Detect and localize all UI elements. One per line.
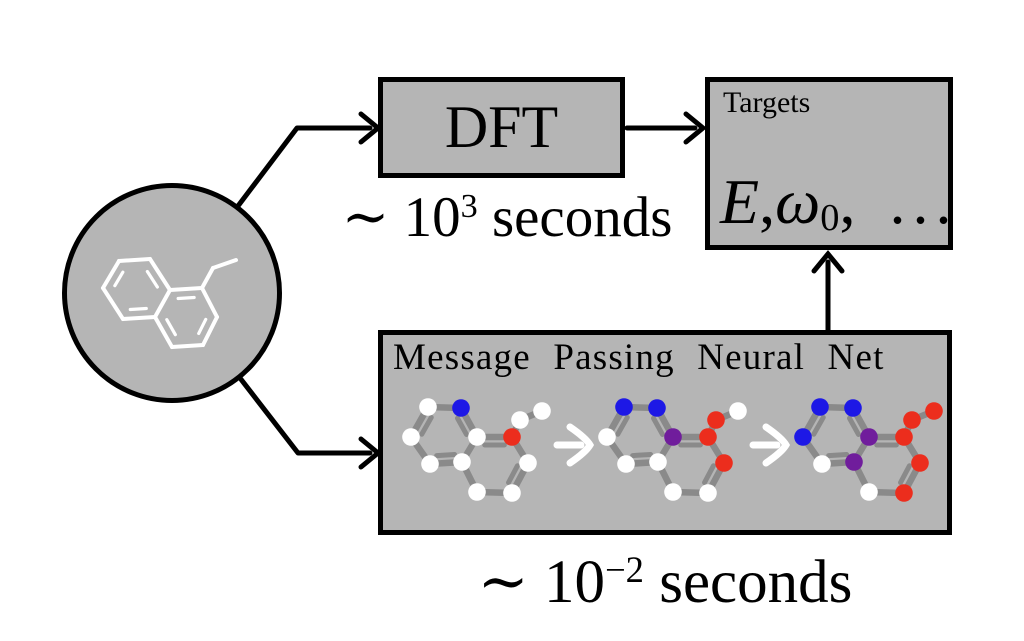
dft-box: DFT xyxy=(378,77,625,178)
molecule-structure-icon xyxy=(101,257,238,349)
omega-subscript: 0 xyxy=(820,196,840,239)
comma: , xyxy=(839,166,856,237)
mpnn-box: Message Passing Neural Net xyxy=(378,330,952,535)
omega-symbol: ω xyxy=(775,166,821,237)
targets-quantities: E,ω0,... xyxy=(720,165,958,239)
arrowhead-icon xyxy=(683,111,707,145)
targets-title: Targets xyxy=(723,86,811,119)
mpnn-time-base: ∼ 10 xyxy=(477,549,606,616)
arrow-mpnn-to-targets xyxy=(811,250,845,333)
mpnn-title: Message Passing Neural Net xyxy=(393,337,885,378)
input-molecule-circle xyxy=(62,183,282,403)
mpnn-time-exponent: −2 xyxy=(605,548,644,590)
dft-time-exponent: 3 xyxy=(460,188,478,226)
ellipsis: ... xyxy=(889,166,959,237)
energy-symbol: E xyxy=(720,166,760,237)
arrowhead-icon xyxy=(358,111,382,145)
mpnn-time-units: seconds xyxy=(643,549,853,616)
mpnn-graphs xyxy=(402,398,943,502)
dft-time-units: seconds xyxy=(477,186,673,249)
targets-box: Targets E,ω0,... xyxy=(705,77,953,250)
comma: , xyxy=(759,166,776,237)
arrowhead-icon xyxy=(358,436,382,470)
dft-label: DFT xyxy=(444,94,559,160)
arrowhead-icon xyxy=(811,250,845,274)
dft-time-base: ∼ 10 xyxy=(341,186,461,249)
arrow-dft-to-targets xyxy=(624,111,707,145)
dft-time-label: ∼ 103 seconds xyxy=(317,184,697,250)
mpnn-time-label: ∼ 10−2 seconds xyxy=(455,546,875,618)
